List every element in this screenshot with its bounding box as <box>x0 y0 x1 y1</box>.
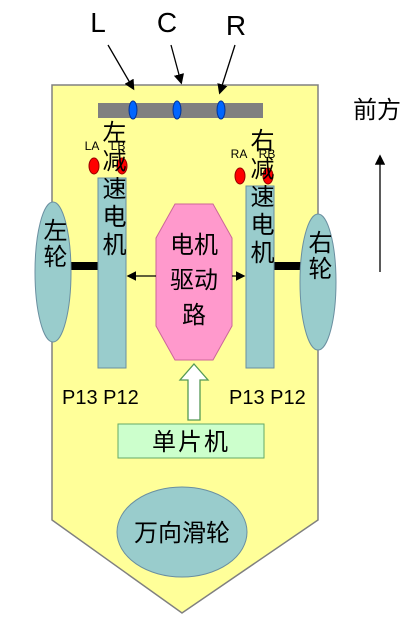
left-axle <box>68 262 100 270</box>
left-wheel-label: 左轮 <box>39 218 67 270</box>
driver-label-line1: 电机 <box>170 231 218 259</box>
right-axle <box>274 262 306 270</box>
mcu-box <box>117 423 265 459</box>
sensor-dot-center <box>172 100 182 120</box>
right-pins-label: P13 P12 <box>229 387 306 409</box>
sensor-led-rb <box>262 167 274 185</box>
mcu-up-arrow <box>178 363 210 421</box>
driver-label-line3: 路 <box>182 301 206 329</box>
sensor-dot-left <box>128 100 138 120</box>
sensor-label-c: C <box>157 7 177 38</box>
right-motor-label: 右减速电机 <box>246 128 274 268</box>
right-wheel-label: 右轮 <box>304 230 332 282</box>
sensor-label-rb: RB <box>259 147 276 161</box>
sensor-label-l: L <box>90 7 106 38</box>
caster-wheel <box>116 486 248 578</box>
motor-driver <box>155 203 233 361</box>
left-wheel <box>34 201 72 343</box>
left-motor <box>97 177 127 369</box>
arrow-r <box>217 44 236 95</box>
direction-label: 前方 <box>353 96 401 124</box>
sensor-label-ra: RA <box>231 147 248 161</box>
right-motor <box>245 185 275 369</box>
left-motor-label: 左减速电机 <box>98 120 126 260</box>
sensor-led-lb <box>116 157 128 175</box>
sensor-led-la <box>88 157 100 175</box>
sensor-label-r: R <box>226 10 246 41</box>
caster-label: 万向滑轮 <box>134 519 230 547</box>
mcu-label: 单片机 <box>152 428 230 456</box>
sensor-label-lb: LB <box>111 139 126 153</box>
arrow-l <box>107 44 135 91</box>
left-pins-label: P13 P12 <box>62 387 139 409</box>
sensor-led-ra <box>234 167 246 185</box>
driver-label-line2: 驱动 <box>170 266 218 294</box>
sensor-dot-right <box>216 100 226 120</box>
right-wheel <box>299 213 337 351</box>
arrow-c <box>170 44 184 85</box>
sensor-label-la: LA <box>85 139 100 153</box>
